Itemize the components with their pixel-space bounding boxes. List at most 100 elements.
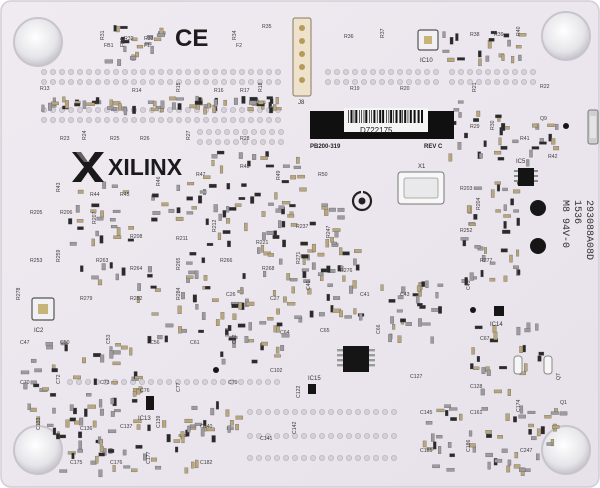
chip-ic13 bbox=[146, 396, 154, 410]
ref-designator: C67 bbox=[480, 336, 490, 342]
ref-designator: C66 bbox=[376, 324, 382, 334]
crystal-x1: X1 bbox=[397, 164, 445, 205]
ref-designator: C47 bbox=[20, 340, 30, 346]
ref-designator: C133 bbox=[36, 417, 42, 430]
ref-designator: R33 bbox=[144, 36, 154, 42]
side-code: M8 94V-0 bbox=[559, 200, 570, 248]
ref-designator: C72 bbox=[56, 374, 62, 384]
ref-designator: C62 bbox=[232, 334, 238, 344]
ref-designator: R44 bbox=[90, 192, 100, 198]
ref-designator: R50 bbox=[318, 172, 328, 178]
ref-designator: R47 bbox=[196, 172, 206, 178]
ref-designator: C174 bbox=[516, 399, 522, 412]
chip-ic15-label: IC15 bbox=[308, 376, 321, 382]
ref-designator: R15 bbox=[176, 82, 182, 92]
ref-designator: C56 bbox=[150, 340, 160, 346]
ref-designator: R31 bbox=[100, 30, 106, 40]
cap-c185 bbox=[530, 238, 546, 254]
ref-designator: R282 bbox=[130, 296, 143, 302]
ref-designator: C41 bbox=[360, 292, 370, 298]
ref-designator: C185 bbox=[420, 448, 433, 454]
ref-designator: F1 bbox=[144, 43, 150, 49]
ref-designator: R34 bbox=[232, 30, 238, 40]
ref-designator: R16 bbox=[214, 88, 224, 94]
ref-designator: C177 bbox=[146, 451, 152, 464]
year-code: 1536 bbox=[571, 200, 582, 224]
ref-designator: R206 bbox=[60, 210, 73, 216]
ref-designator: R42 bbox=[548, 154, 558, 160]
barcode-label: D722175 bbox=[360, 126, 393, 135]
chip-ic10 bbox=[417, 29, 439, 51]
ref-designator: C102 bbox=[270, 368, 283, 374]
chip-main-soic bbox=[337, 346, 375, 372]
ref-designator: C45 bbox=[466, 280, 472, 290]
chip-ic13-label: IC13 bbox=[138, 416, 151, 422]
ref-designator: C141 bbox=[260, 436, 273, 442]
ref-designator: R13 bbox=[40, 86, 50, 92]
ref-designator: C27 bbox=[270, 296, 280, 302]
ref-designator: R26 bbox=[140, 136, 150, 142]
chip-ic10-label: IC10 bbox=[420, 58, 433, 64]
part-number: PB200-319 bbox=[310, 144, 341, 150]
connector-j8-label: J8 bbox=[298, 100, 305, 106]
ref-designator: R18 bbox=[258, 82, 264, 92]
mounting-hole-bottom-right bbox=[541, 425, 591, 475]
ref-designator: R265 bbox=[176, 257, 182, 270]
xilinx-x-icon bbox=[72, 152, 104, 182]
ref-designator: C127 bbox=[410, 374, 423, 380]
ref-designator: C61 bbox=[190, 340, 200, 346]
ref-designator: R32 bbox=[124, 36, 134, 42]
reset-icon bbox=[351, 190, 373, 212]
ref-designator: C43 bbox=[400, 292, 410, 298]
ref-designator: R204 bbox=[476, 197, 482, 210]
ref-designator: R38 bbox=[470, 32, 480, 38]
ref-designator: C122 bbox=[296, 385, 302, 398]
barcode-sticker: D722175 PB200-319 REV C bbox=[310, 108, 454, 150]
inductor-l1 bbox=[513, 355, 553, 375]
tantalum-capacitors bbox=[213, 123, 569, 373]
ref-designator: R30 bbox=[490, 120, 496, 130]
ref-designator: R259 bbox=[56, 249, 62, 262]
ref-designator: C145 bbox=[420, 410, 433, 416]
ref-designator: R263 bbox=[96, 258, 109, 264]
ref-designator: F2 bbox=[236, 43, 242, 49]
header-pin-rows bbox=[41, 69, 537, 461]
ref-designator: R284 bbox=[176, 287, 182, 300]
ref-designator: Q9 bbox=[540, 116, 547, 122]
cap-c186 bbox=[530, 200, 546, 216]
ref-designator: C175 bbox=[70, 460, 83, 466]
ref-designator: C70 bbox=[20, 380, 30, 386]
ref-designator: R264 bbox=[130, 266, 143, 272]
ref-designator: C186 bbox=[466, 439, 472, 452]
ref-designator: C40 bbox=[306, 280, 312, 290]
ref-designator: R35 bbox=[262, 24, 272, 30]
ref-designator: R268 bbox=[262, 266, 275, 272]
ref-designator: R21 bbox=[472, 82, 478, 92]
barcode bbox=[348, 110, 423, 123]
ref-designator: R237 bbox=[296, 224, 309, 230]
ref-designator: FB1 bbox=[104, 43, 114, 49]
ref-designator: C136 bbox=[80, 426, 93, 432]
ref-designator: R17 bbox=[240, 88, 250, 94]
ref-designator: Q1 bbox=[560, 400, 567, 406]
ref-designator: R39 bbox=[494, 32, 504, 38]
ref-designator: R277 bbox=[480, 258, 493, 264]
ref-designator: C76 bbox=[140, 388, 150, 394]
ref-designator: R19 bbox=[350, 86, 360, 92]
ref-designator: R24 bbox=[82, 130, 88, 140]
ref-designator: R41 bbox=[520, 136, 530, 142]
ref-designator: R46 bbox=[156, 176, 162, 186]
ref-designator: R49 bbox=[276, 170, 282, 180]
ref-designator: C77 bbox=[176, 382, 182, 392]
ref-designator: R211 bbox=[176, 236, 188, 242]
mounting-hole-bottom-left bbox=[13, 425, 63, 475]
xilinx-wordmark: XILINX bbox=[108, 154, 183, 180]
ref-designator: R20 bbox=[400, 86, 410, 92]
mounting-hole-top-left bbox=[13, 17, 63, 67]
ref-designator: C140 bbox=[200, 424, 213, 430]
ref-designator: R253 bbox=[30, 258, 43, 264]
ref-designator: R212 bbox=[212, 219, 218, 232]
ref-designator: R27 bbox=[186, 130, 192, 140]
